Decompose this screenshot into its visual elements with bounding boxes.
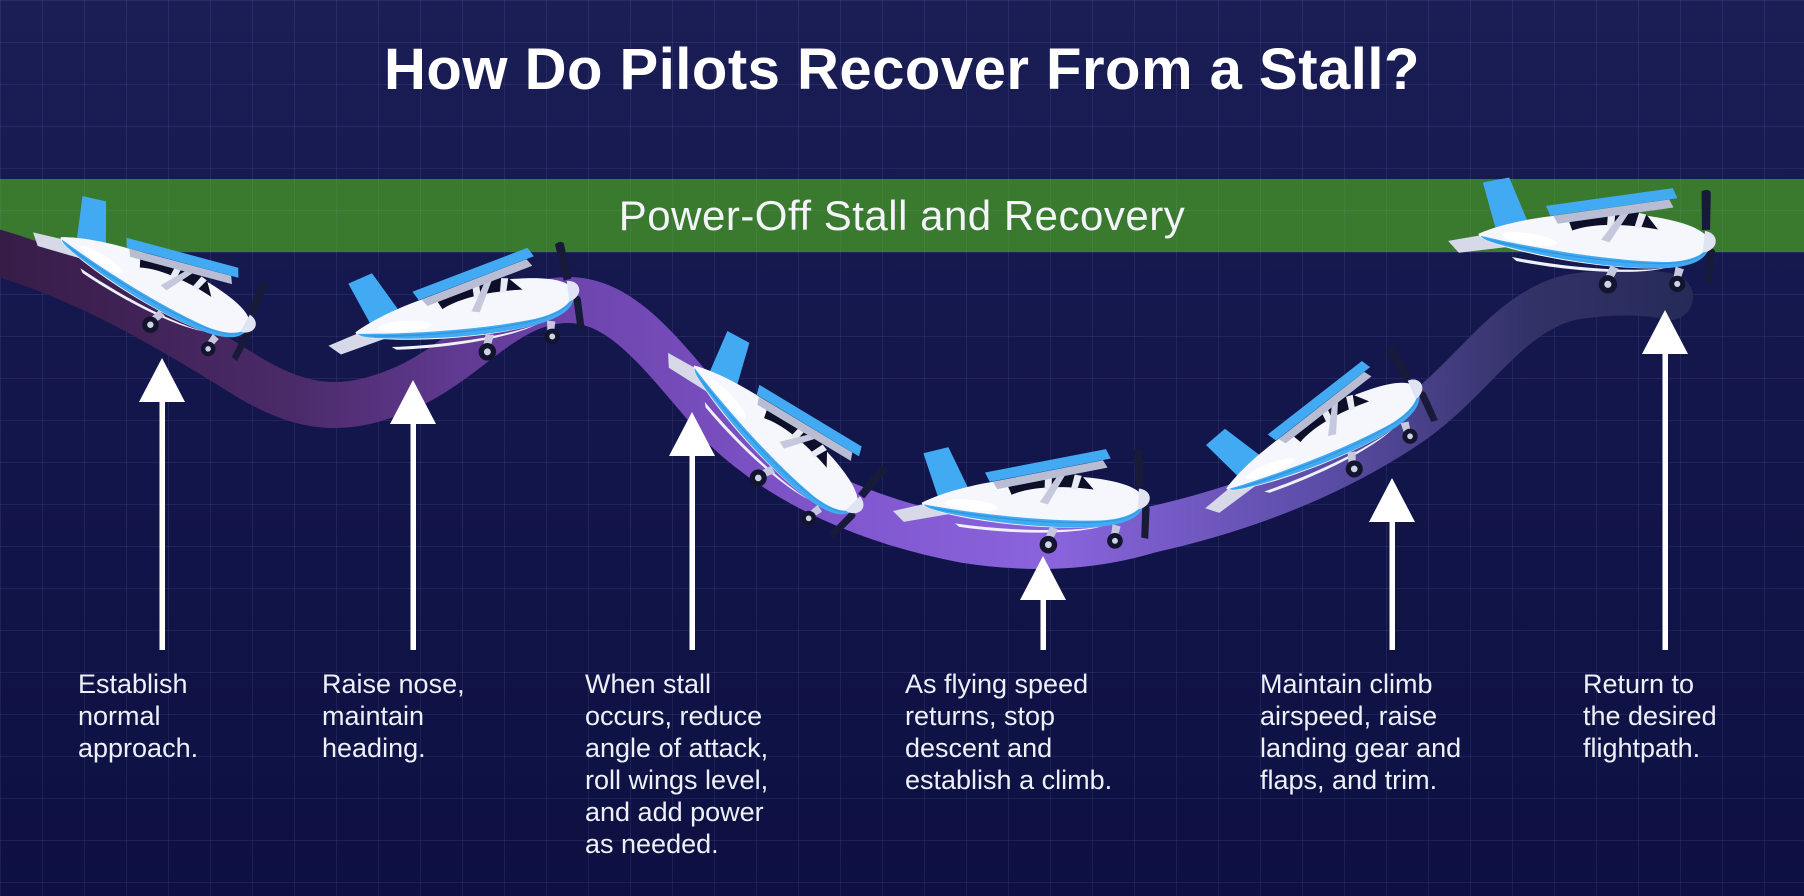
step-text-speed-returns: As flying speed returns, stop descent an… [905,669,1113,795]
step-arrows [139,310,1688,650]
step-text-return-flightpath: Return to the desired flightpath. [1583,669,1717,763]
step-text-stall-occurs: When stall occurs, reduce angle of attac… [585,669,769,859]
up-arrow-icon-3 [669,412,715,650]
phase-banner-label: Power-Off Stall and Recovery [618,192,1186,239]
up-arrow-icon-2 [390,380,436,650]
up-arrow-icon-4 [1020,556,1066,650]
up-arrow-icon-5 [1369,478,1415,650]
step-text-establish-approach: Establish normal approach. [78,669,199,763]
up-arrow-icon-1 [139,358,185,650]
step-text-maintain-climb: Maintain climb airspeed, raise landing g… [1260,669,1462,795]
page-title: How Do Pilots Recover From a Stall? [384,37,1420,102]
up-arrow-icon-6 [1642,310,1688,650]
step-text-raise-nose: Raise nose, maintain heading. [322,669,465,763]
